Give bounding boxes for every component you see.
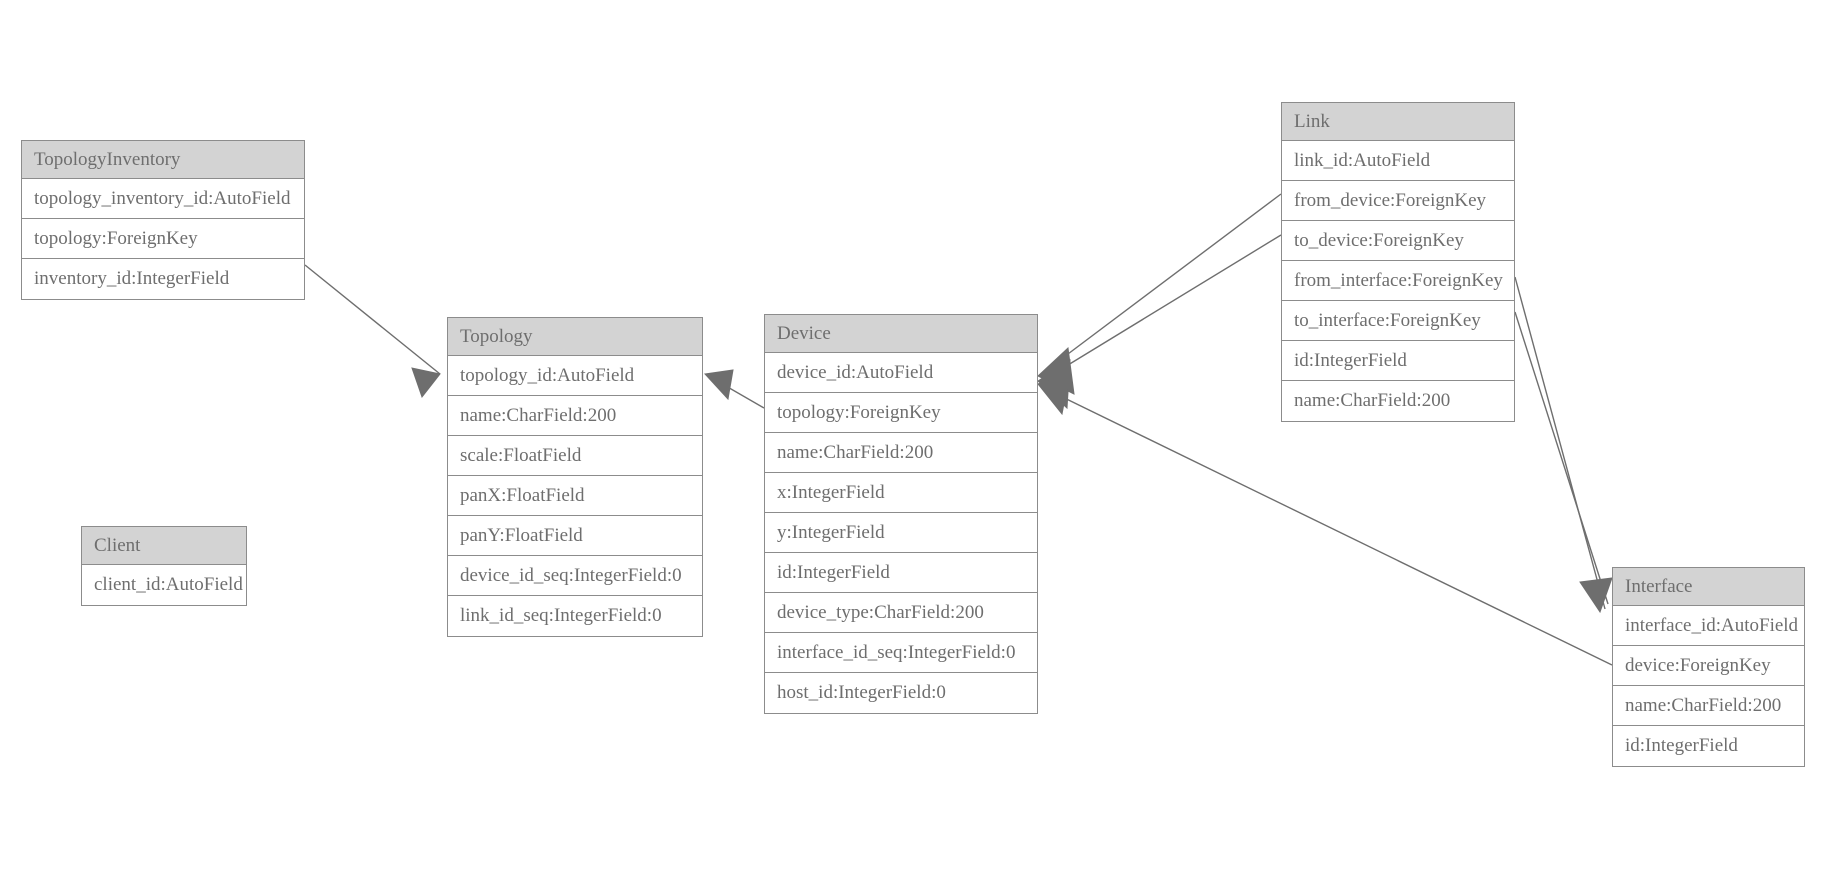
entity-field[interactable]: topology_id:AutoField xyxy=(448,356,702,396)
entity-title-topology: Topology xyxy=(448,318,702,356)
relationship-arrowhead xyxy=(1037,359,1071,410)
entity-field[interactable]: client_id:AutoField xyxy=(82,565,246,605)
relationship-line xyxy=(304,264,441,375)
entity-field[interactable]: inventory_id:IntegerField xyxy=(22,259,304,299)
relationship-line xyxy=(1514,276,1606,610)
entity-field[interactable]: scale:FloatField xyxy=(448,436,702,476)
relationship-arrowhead xyxy=(1037,346,1075,395)
relationship-arrowhead xyxy=(703,369,734,401)
relationship-arrowhead xyxy=(1037,371,1071,416)
relationship-topologyinventory-topology xyxy=(304,264,441,399)
entity-title-interface: Interface xyxy=(1613,568,1804,606)
entity-title-topology_inventory: TopologyInventory xyxy=(22,141,304,179)
entity-field[interactable]: y:IntegerField xyxy=(765,513,1037,553)
entity-field[interactable]: name:CharField:200 xyxy=(1282,381,1514,421)
entity-field[interactable]: host_id:IntegerField:0 xyxy=(765,673,1037,713)
entity-title-client: Client xyxy=(82,527,246,565)
relationship-link-to-device xyxy=(1037,234,1282,410)
relationship-link-from-device xyxy=(1037,193,1282,395)
relationship-line xyxy=(1514,311,1609,605)
relationship-arrowhead xyxy=(1579,577,1613,614)
entity-field[interactable]: panY:FloatField xyxy=(448,516,702,556)
entity-field[interactable]: link_id_seq:IntegerField:0 xyxy=(448,596,702,636)
entity-field[interactable]: to_device:ForeignKey xyxy=(1282,221,1514,261)
entity-field[interactable]: device_id:AutoField xyxy=(765,353,1037,393)
relationship-line xyxy=(1049,234,1282,377)
entity-field[interactable]: topology:ForeignKey xyxy=(765,393,1037,433)
relationship-line xyxy=(1047,389,1613,666)
entity-field[interactable]: link_id:AutoField xyxy=(1282,141,1514,181)
entity-field[interactable]: interface_id:AutoField xyxy=(1613,606,1804,646)
relationship-link-to-interface xyxy=(1514,311,1613,614)
entity-field[interactable]: to_interface:ForeignKey xyxy=(1282,301,1514,341)
relationship-line xyxy=(1047,193,1282,370)
entity-field[interactable]: name:CharField:200 xyxy=(448,396,702,436)
entity-field[interactable]: id:IntegerField xyxy=(1613,726,1804,766)
entity-field[interactable]: topology:ForeignKey xyxy=(22,219,304,259)
entity-field[interactable]: name:CharField:200 xyxy=(1613,686,1804,726)
entity-field[interactable]: topology_inventory_id:AutoField xyxy=(22,179,304,219)
entity-field[interactable]: id:IntegerField xyxy=(1282,341,1514,381)
entity-field[interactable]: interface_id_seq:IntegerField:0 xyxy=(765,633,1037,673)
entity-title-device: Device xyxy=(765,315,1037,353)
relationship-link-from-interface xyxy=(1514,276,1606,610)
entity-field[interactable]: from_device:ForeignKey xyxy=(1282,181,1514,221)
entity-field[interactable]: device_id_seq:IntegerField:0 xyxy=(448,556,702,596)
entity-field[interactable]: id:IntegerField xyxy=(765,553,1037,593)
entity-field[interactable]: device:ForeignKey xyxy=(1613,646,1804,686)
relationship-device-topology xyxy=(703,369,765,409)
entity-field[interactable]: name:CharField:200 xyxy=(765,433,1037,473)
entity-field[interactable]: from_interface:ForeignKey xyxy=(1282,261,1514,301)
entity-field[interactable]: panX:FloatField xyxy=(448,476,702,516)
entity-field[interactable]: device_type:CharField:200 xyxy=(765,593,1037,633)
entity-field[interactable]: x:IntegerField xyxy=(765,473,1037,513)
entity-title-link: Link xyxy=(1282,103,1514,141)
relationship-line xyxy=(711,377,765,409)
relationship-arrowhead xyxy=(411,367,441,399)
